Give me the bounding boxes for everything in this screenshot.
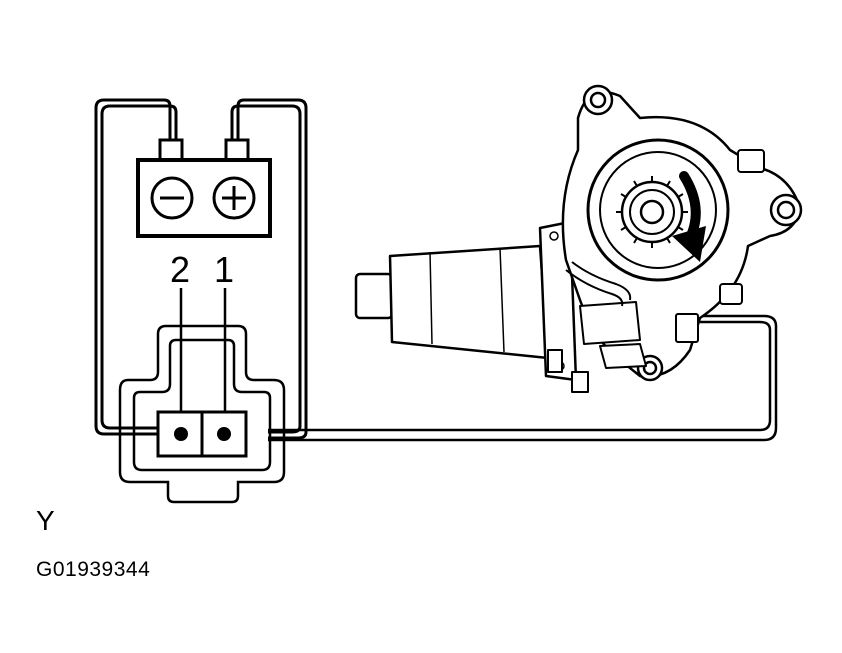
connector-pin-1 xyxy=(217,427,231,441)
window-regulator-motor xyxy=(354,84,803,393)
wire-negative xyxy=(94,98,180,436)
pin-label-2: 2 xyxy=(170,249,190,290)
battery xyxy=(136,138,272,238)
battery-terminal-positive-post xyxy=(224,138,250,162)
rotation-direction-arrow-icon xyxy=(672,171,706,262)
figure-id: G01939344 xyxy=(36,558,151,581)
gear-teeth xyxy=(616,176,688,248)
wire-to-motor xyxy=(268,314,778,442)
connector-pin-2 xyxy=(174,427,188,441)
pin-label-1: 1 xyxy=(214,249,234,290)
battery-terminal-negative-post xyxy=(158,138,184,162)
motor-connector xyxy=(118,324,286,504)
diagram-label: Y xyxy=(36,505,55,536)
